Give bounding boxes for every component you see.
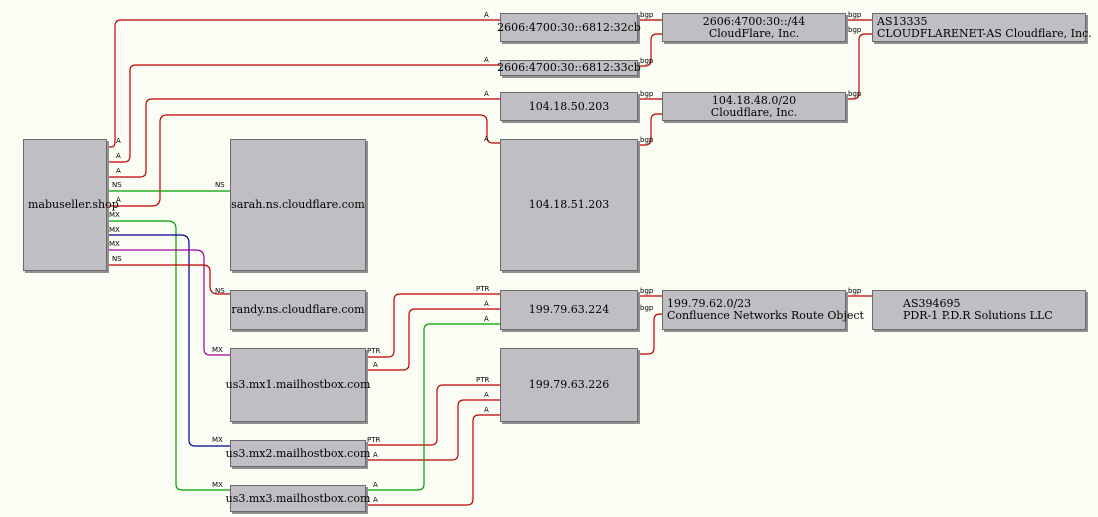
edge-mx-mx1 <box>107 249 230 356</box>
label-bgp-4: bgp <box>640 136 654 144</box>
edge-a-ip4-1 <box>107 98 500 178</box>
node-prefix4-line1: 104.18.48.0/20 <box>711 93 797 107</box>
node-ip4-1[interactable]: 104.18.50.203 <box>500 92 638 121</box>
node-ns-sarah-label: sarah.ns.cloudflare.com <box>231 198 365 211</box>
label-bgp-5: bgp <box>848 11 862 19</box>
node-mx1[interactable]: us3.mx1.mailhostbox.com <box>226 348 370 422</box>
edge-a-mx3-1 <box>366 323 500 491</box>
label-ns-2: NS <box>112 255 122 263</box>
node-ip4-mx2-label: 199.79.63.226 <box>528 378 610 391</box>
node-ip4-mx1[interactable]: 199.79.63.224 <box>500 290 638 330</box>
node-prefix6-line2: CloudFlare, Inc. <box>708 26 800 40</box>
node-domain-label: mabuseller.shop <box>28 198 119 211</box>
label-ns-target-2: NS <box>215 287 225 295</box>
node-mx1-label: us3.mx1.mailhostbox.com <box>225 378 371 391</box>
edge-mx-mx2 <box>107 234 230 447</box>
label-mx-1: MX <box>109 211 120 219</box>
node-prefix6[interactable]: 2606:4700:30::/44 CloudFlare, Inc. <box>662 13 846 42</box>
label-a-target-5: A <box>484 300 489 308</box>
node-ns-randy[interactable]: randy.ns.cloudflare.com <box>230 290 366 330</box>
node-domain[interactable]: mabuseller.shop <box>23 139 119 271</box>
edge-a-ip6-2 <box>107 64 500 163</box>
node-prefix-mx-line2: Confluence Networks Route Object <box>667 309 864 322</box>
label-ns-1: NS <box>112 181 122 189</box>
label-mx-target-1: MX <box>212 346 223 354</box>
label-a-4: A <box>116 196 121 204</box>
label-a-target-7: A <box>484 391 489 399</box>
node-ip4-2-label: 104.18.51.203 <box>528 198 610 211</box>
edge-a-mx2-1 <box>366 399 500 461</box>
node-ip6-2-label: 2606:4700:30::6812:33cb <box>497 61 641 74</box>
label-a-target-3: A <box>484 90 489 98</box>
edge-ptr-mx1 <box>366 293 500 358</box>
label-a-1: A <box>116 137 121 145</box>
node-ns-sarah[interactable]: sarah.ns.cloudflare.com <box>230 139 366 271</box>
label-mx-target-2: MX <box>212 436 223 444</box>
node-mx2-label: us3.mx2.mailhostbox.com <box>225 446 371 460</box>
label-bgp-3: bgp <box>640 90 654 98</box>
label-ptr-target-1: PTR <box>476 285 489 293</box>
node-asn-cloudflare-line2: CLOUDFLARENET-AS Cloudflare, Inc. <box>877 26 1092 40</box>
label-mx-3: MX <box>109 240 120 248</box>
edge-bgp-prefix4 <box>846 33 872 100</box>
node-ip4-1-label: 104.18.50.203 <box>528 99 610 113</box>
label-mx-2: MX <box>109 226 120 234</box>
edge-a-ip4-2 <box>107 114 500 207</box>
node-prefix6-line1: 2606:4700:30::/44 <box>702 14 806 28</box>
label-a-mx3-1: A <box>373 481 378 489</box>
edge-ptr-mx2 <box>366 384 500 446</box>
node-ip4-mx1-label: 199.79.63.224 <box>528 303 610 316</box>
edge-a-mx3-2 <box>366 414 500 506</box>
edge-bgp-mx-ip2 <box>638 313 662 355</box>
edge-ns-randy <box>107 264 230 295</box>
node-ns-randy-label: randy.ns.cloudflare.com <box>231 303 365 316</box>
label-bgp-2: bgp <box>640 57 654 65</box>
node-ip6-1-label: 2606:4700:30::6812:32cb <box>497 20 641 34</box>
label-a-mx2: A <box>373 451 378 459</box>
label-ptr-mx1: PTR <box>367 347 380 355</box>
label-bgp-9: bgp <box>640 304 654 312</box>
label-a-3: A <box>116 167 121 175</box>
label-bgp-8: bgp <box>640 287 654 295</box>
node-mx2[interactable]: us3.mx2.mailhostbox.com <box>226 440 370 467</box>
node-prefix-mx[interactable]: 199.79.62.0/23 Confluence Networks Route… <box>662 290 864 330</box>
edge-a-mx1 <box>366 308 500 371</box>
label-mx-target-3: MX <box>212 481 223 489</box>
label-a-2: A <box>116 152 121 160</box>
label-ptr-target-2: PTR <box>476 376 489 384</box>
label-bgp-6: bgp <box>848 26 862 34</box>
node-mx3-label: us3.mx3.mailhostbox.com <box>225 491 371 505</box>
node-ip6-2[interactable]: 2606:4700:30::6812:33cb <box>497 60 641 76</box>
label-a-mx1: A <box>373 361 378 369</box>
node-prefix-mx-line1: 199.79.62.0/23 <box>667 297 752 310</box>
edge-bgp-ip4-2 <box>638 113 662 146</box>
node-mx3[interactable]: us3.mx3.mailhostbox.com <box>226 485 370 512</box>
node-ip4-mx2[interactable]: 199.79.63.226 <box>500 348 638 422</box>
node-asn-cloudflare[interactable]: AS13335 CLOUDFLARENET-AS Cloudflare, Inc… <box>872 13 1092 42</box>
node-asn-cloudflare-line1: AS13335 <box>877 14 928 28</box>
node-asn-pdr-line1: AS394695 <box>903 297 961 310</box>
label-a-target-4: A <box>484 135 489 143</box>
node-ip4-2[interactable]: 104.18.51.203 <box>500 139 638 271</box>
node-prefix4[interactable]: 104.18.48.0/20 Cloudflare, Inc. <box>662 92 846 121</box>
label-bgp-1: bgp <box>640 11 654 19</box>
node-prefix4-line2: Cloudflare, Inc. <box>710 105 798 119</box>
node-ip6-1[interactable]: 2606:4700:30::6812:32cb <box>497 13 641 42</box>
edge-a-ip6-1 <box>107 19 500 148</box>
node-asn-pdr[interactable]: AS394695 PDR-1 P.D.R Solutions LLC <box>872 290 1086 330</box>
label-a-target-8: A <box>484 406 489 414</box>
label-a-target-2: A <box>484 56 489 64</box>
label-bgp-7: bgp <box>848 90 862 98</box>
label-ns-target-1: NS <box>215 181 225 189</box>
node-asn-pdr-line2: PDR-1 P.D.R Solutions LLC <box>903 309 1053 322</box>
edge-mx-mx3 <box>107 220 230 491</box>
label-a-mx3-2: A <box>373 496 378 504</box>
label-a-target-1: A <box>484 11 489 19</box>
label-a-target-6: A <box>484 315 489 323</box>
label-bgp-10: bgp <box>848 287 862 295</box>
edge-bgp-ip6-2 <box>638 33 662 67</box>
label-ptr-mx2: PTR <box>367 436 380 444</box>
